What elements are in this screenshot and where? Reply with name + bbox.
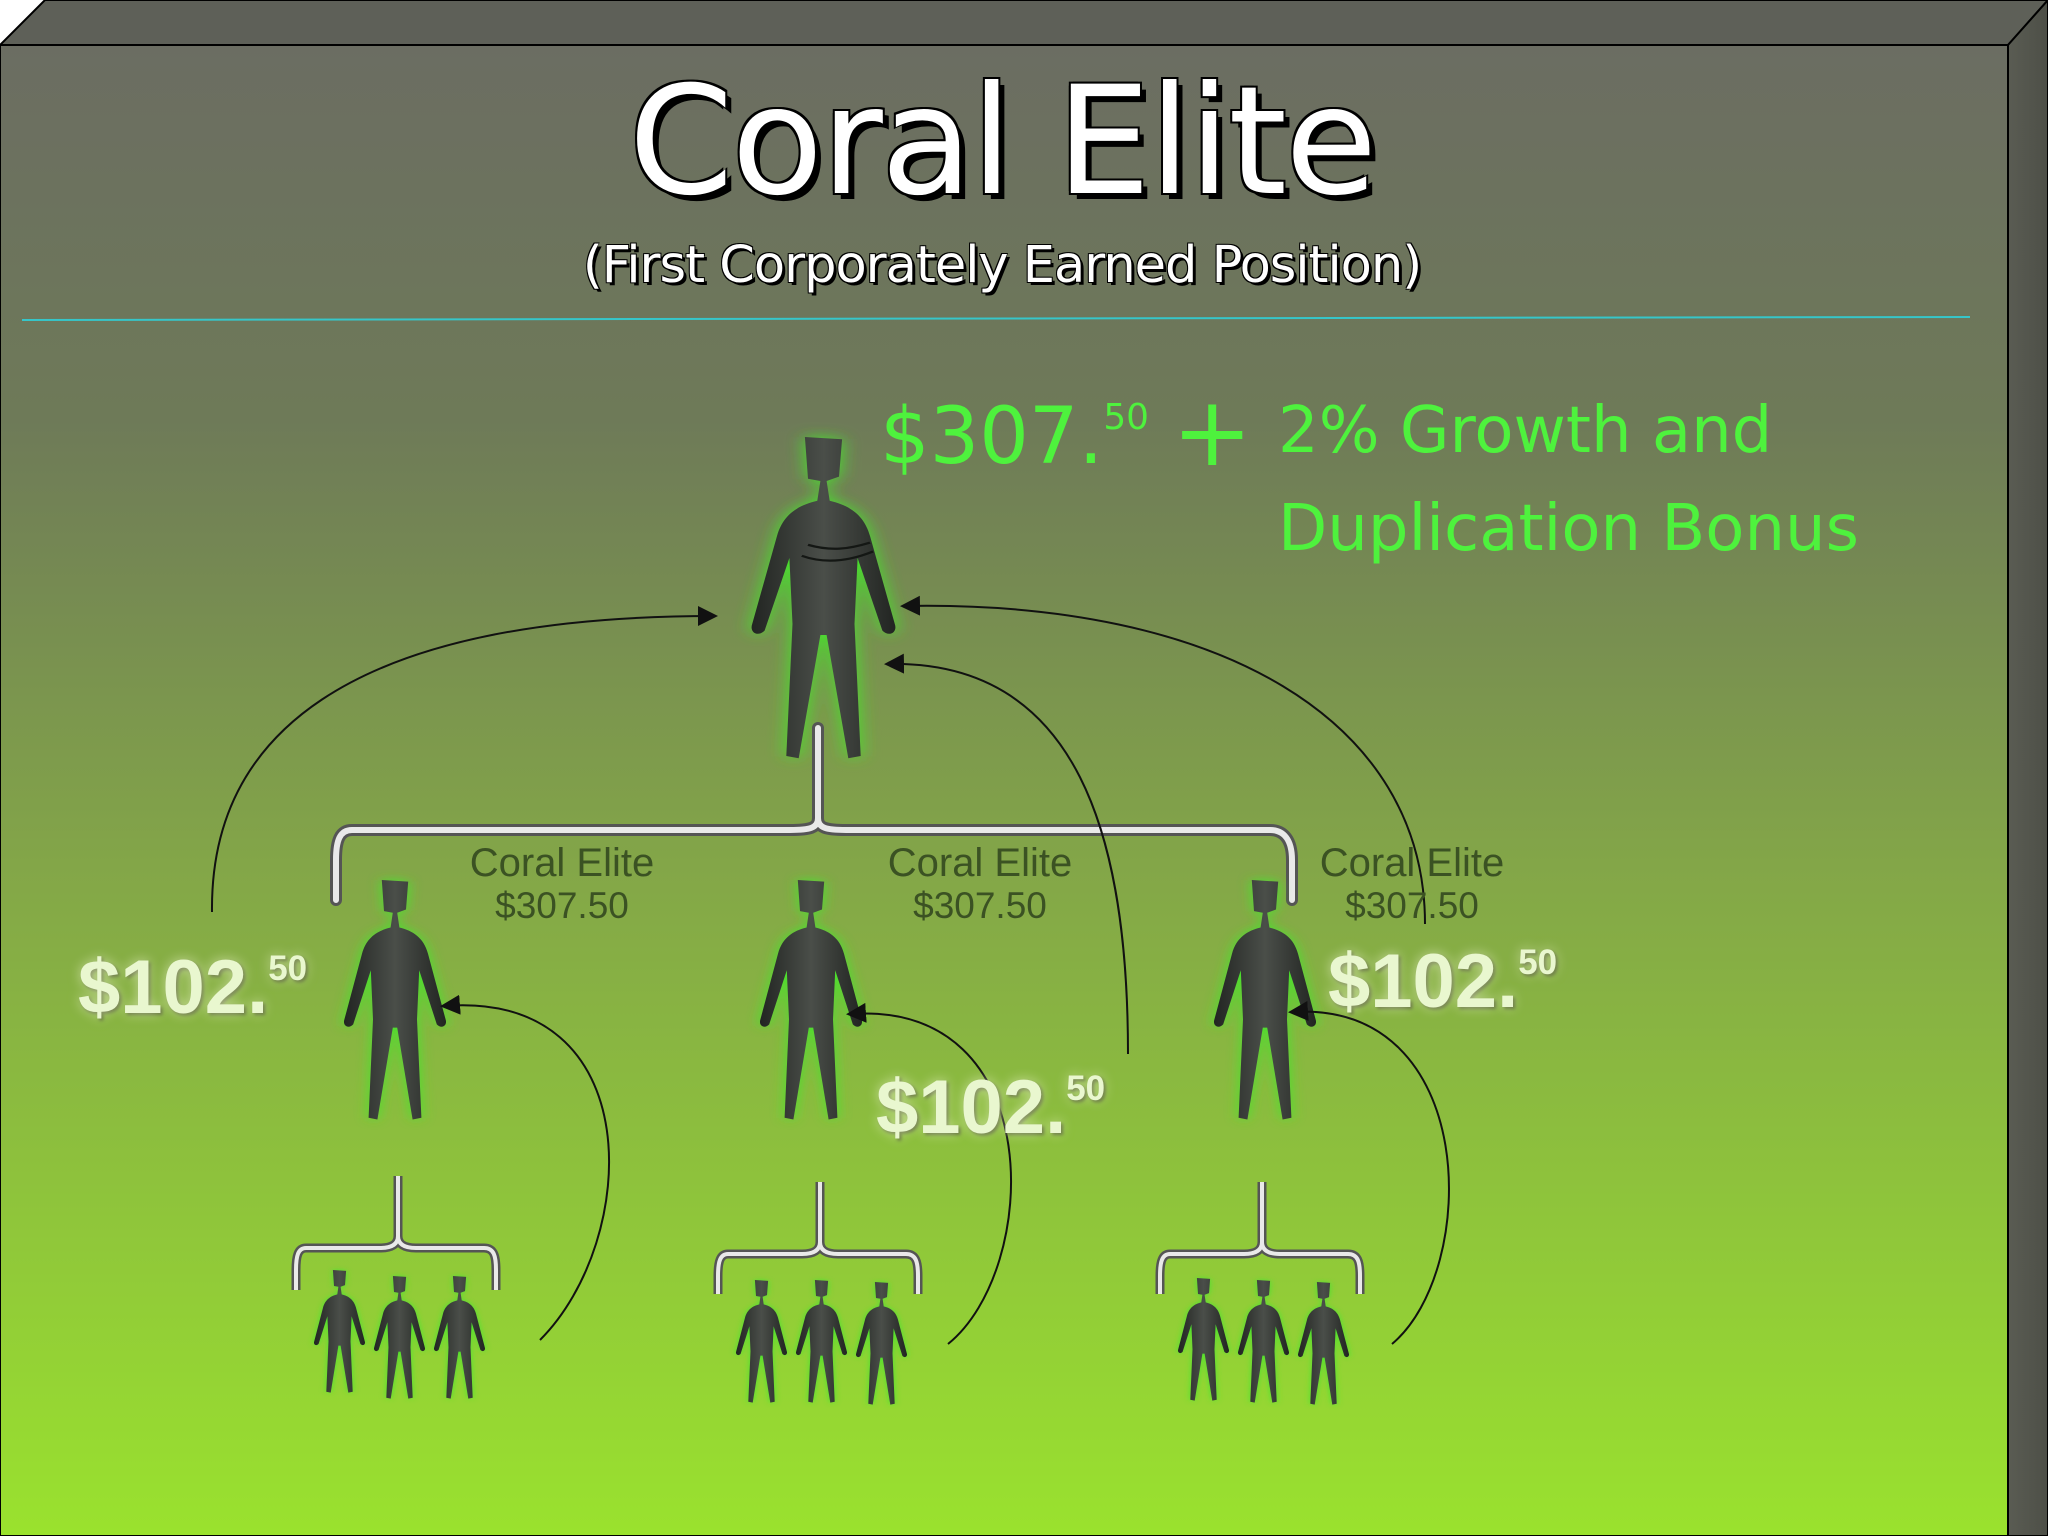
arrow-left-to-top	[210, 606, 718, 913]
payout-left-cents: 50	[268, 948, 308, 988]
payout-center-main: $102.	[876, 1065, 1067, 1150]
node-amount-left: $307.50	[495, 885, 629, 926]
arrow-bottom-center-up	[846, 1002, 1012, 1345]
plus-sign: +	[1172, 376, 1253, 488]
slide-title: Coral Elite	[628, 55, 1378, 229]
slide-background	[0, 44, 2009, 1536]
bottom-center-group	[713, 1182, 923, 1405]
arrow-center-to-top	[884, 653, 1129, 1055]
payout-center-cents: 50	[1066, 1068, 1106, 1108]
payout-right: $102.50	[1328, 942, 1558, 1034]
slide-subtitle: (First Corporately Earned Position)	[582, 236, 1422, 295]
arrow-right-to-top	[900, 595, 1426, 925]
node-label-right: Coral Elite	[1319, 841, 1505, 885]
payout-right-main: $102.	[1328, 939, 1519, 1024]
box-right-face	[2007, 0, 2048, 1536]
top-amount: $307.50	[880, 396, 1149, 491]
top-person-figure	[751, 437, 896, 759]
node-label-center: Coral Elite	[887, 841, 1073, 885]
top-bracket	[330, 722, 1298, 906]
top-amount-main: $307.	[880, 392, 1104, 482]
payout-right-cents: 50	[1518, 942, 1558, 982]
node-amount-center: $307.50	[913, 885, 1047, 926]
node-amount-right: $307.50	[1345, 885, 1479, 926]
arrow-bottom-left-up	[440, 994, 610, 1341]
bottom-left-group	[291, 1176, 501, 1399]
box-top-face	[0, 0, 2048, 46]
title-divider	[21, 316, 1971, 321]
arrow-bottom-right-up	[1288, 1001, 1450, 1345]
top-amount-cents: 50	[1103, 396, 1149, 438]
bonus-text: 2% Growth and Duplication Bonus	[1278, 394, 1859, 566]
flow-arrows	[210, 595, 1450, 1345]
payout-left-main: $102.	[78, 945, 269, 1030]
payout-left: $102.50	[78, 948, 308, 1040]
bottom-right-group	[1155, 1182, 1365, 1405]
payout-center: $102.50	[876, 1068, 1106, 1160]
node-label-left: Coral Elite	[469, 841, 655, 885]
